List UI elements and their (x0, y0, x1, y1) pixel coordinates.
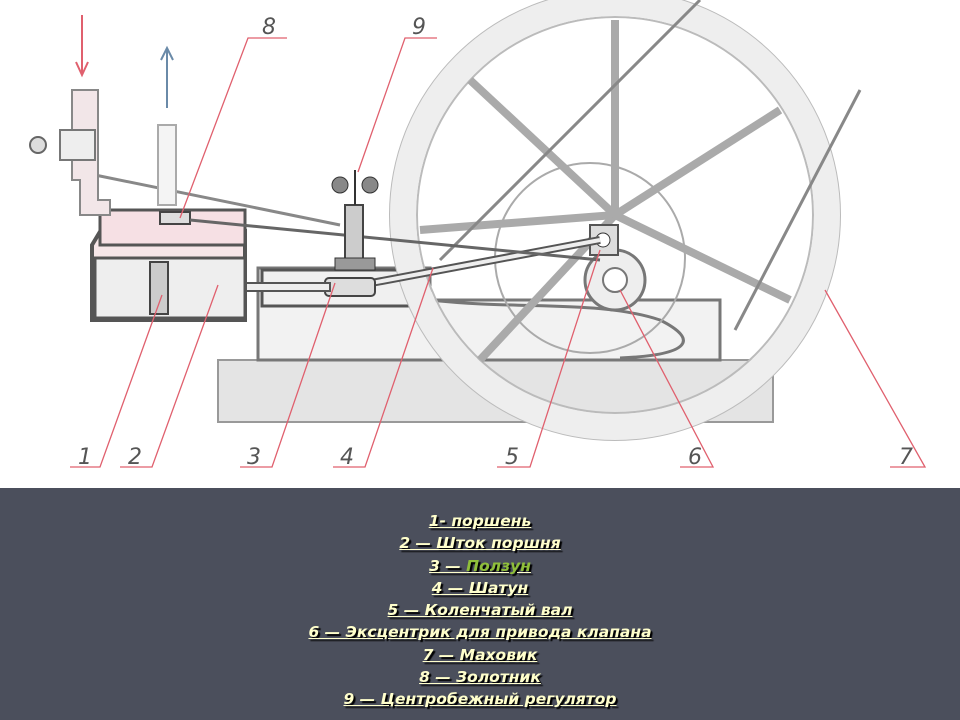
steam-out-arrow (160, 45, 174, 108)
callout-1: 1 (78, 445, 92, 470)
caption-panel (0, 488, 960, 720)
legend-list: 1- поршень 2 — Шток поршня 3 — Ползун 4 … (0, 510, 960, 711)
legend-text: 2 — Шток поршня (399, 534, 561, 553)
legend-text: 6 — Эксцентрик для привода клапана (308, 623, 652, 642)
legend-item-7: 7 — Маховик (0, 644, 960, 666)
legend-text: 1- поршень (428, 512, 532, 530)
legend-text: 8 — Золотник (419, 668, 541, 687)
legend-item-8: 8 — Золотник (0, 666, 960, 688)
legend-item-5: 5 — Коленчатый вал (0, 599, 960, 621)
callout-4: 4 (340, 445, 354, 470)
callout-2: 2 (128, 445, 142, 470)
callout-9: 9 (412, 15, 426, 40)
polzun-link[interactable]: Ползун (466, 556, 531, 575)
legend-item-6: 6 — Эксцентрик для привода клапана (0, 621, 960, 643)
engine-drawing (29, 0, 862, 441)
steam-engine-diagram: 1 2 3 4 5 6 7 8 9 (29, 0, 927, 470)
callout-8: 8 (262, 15, 276, 40)
legend-text: 3 — (429, 556, 467, 575)
steam-in-arrow (75, 15, 89, 78)
legend-item-2: 2 — Шток поршня (0, 532, 960, 554)
callout-numbers: 1 2 3 4 5 6 7 8 9 (78, 15, 913, 470)
legend-text: 7 — Маховик (422, 645, 538, 664)
legend-item-9: 9 — Центробежный регулятор (0, 688, 960, 710)
callout-5: 5 (505, 445, 519, 470)
callout-7: 7 (899, 445, 913, 470)
legend-item-1: 1- поршень (0, 510, 960, 532)
legend-text: 5 — Коленчатый вал (387, 601, 573, 620)
callout-3: 3 (247, 445, 261, 470)
legend-text: 4 — Шатун (431, 578, 529, 597)
leader-lines (70, 37, 927, 468)
legend-text: 9 — Центробежный регулятор (343, 690, 617, 709)
legend-item-3: 3 — Ползун (0, 555, 960, 577)
legend-item-4: 4 — Шатун (0, 577, 960, 599)
callout-6: 6 (688, 445, 702, 470)
